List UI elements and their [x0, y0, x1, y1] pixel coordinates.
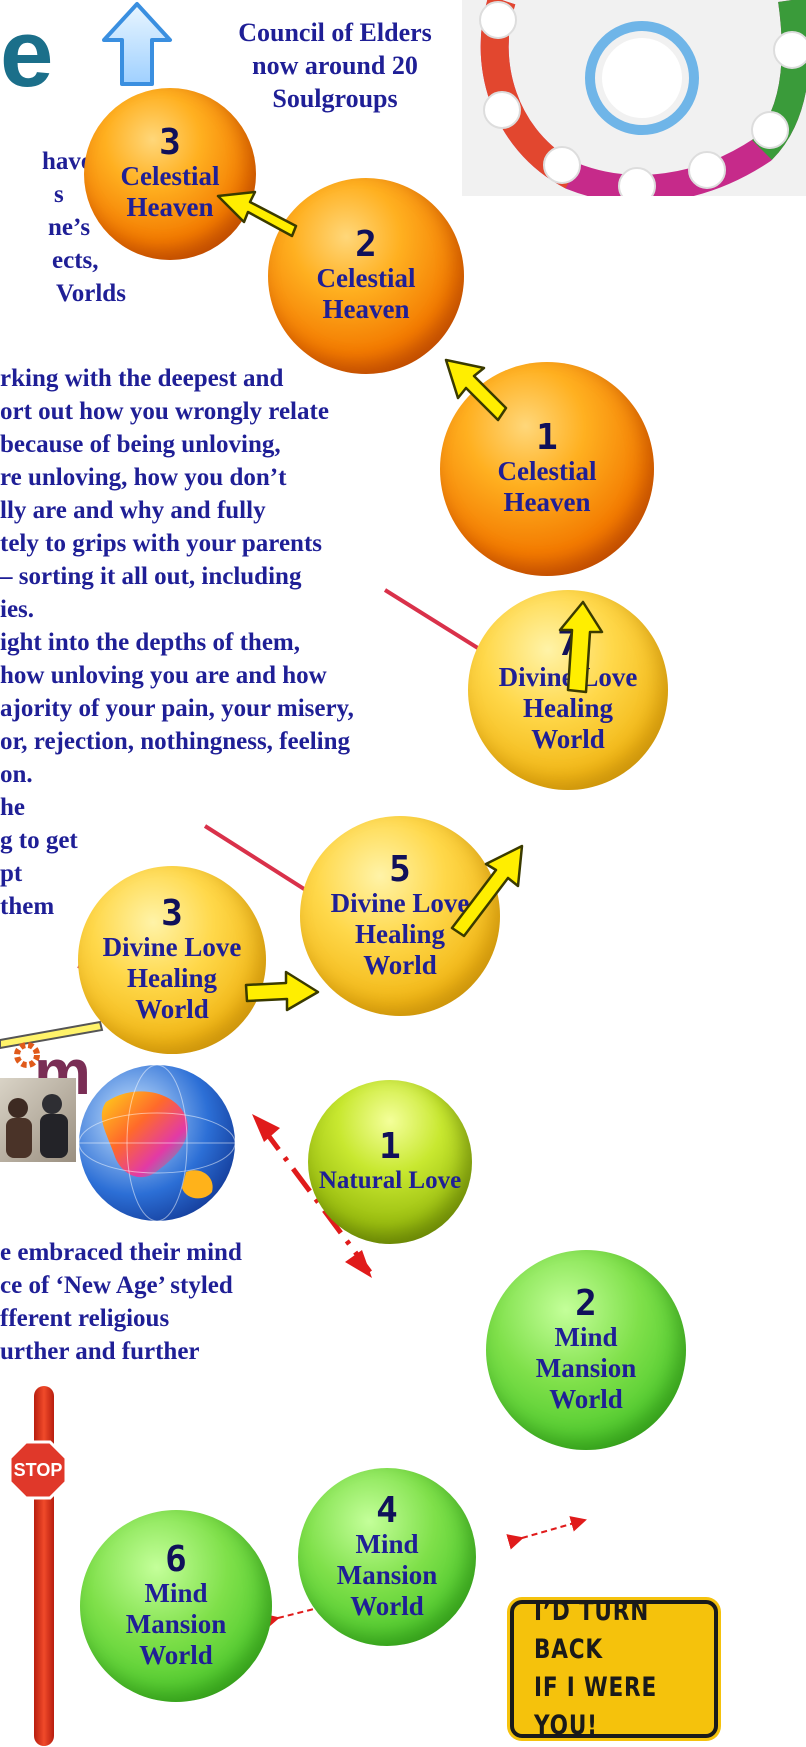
sphere-number: 6 — [165, 1538, 187, 1580]
sphere-mind-mansion-4: 4 Mind Mansion World — [298, 1468, 476, 1646]
sphere-label: Celestial Heaven — [497, 456, 597, 517]
yellow-pointer — [0, 1020, 104, 1050]
text-line: pt — [0, 860, 23, 887]
sphere-mind-mansion-2: 2 Mind Mansion World — [486, 1250, 686, 1450]
text-line: g to get — [0, 827, 78, 854]
text-line: ies. — [0, 596, 35, 623]
text-block-middle: rking with the deepest and ort out how y… — [0, 362, 354, 923]
sphere-celestial-heaven-3: 3 Celestial Heaven — [84, 88, 256, 260]
text-line: because of being unloving, — [0, 431, 281, 458]
sphere-number: 4 — [376, 1489, 398, 1531]
text-block-bottom: e embraced their mind ce of ‘New Age’ st… — [0, 1236, 242, 1368]
turn-back-line-2: IF I WERE YOU! — [534, 1672, 658, 1741]
sphere-celestial-heaven-2: 2 Celestial Heaven — [268, 178, 464, 374]
text-line: re unloving, how you don’t — [0, 464, 287, 491]
text-line: ce of ‘New Age’ styled — [0, 1272, 233, 1299]
council-line-1: Council of Elders — [238, 18, 432, 47]
arrow-divine3-to-divine5 — [244, 970, 320, 1012]
sphere-label: Celestial Heaven — [316, 263, 416, 324]
arrow-divine5-to-divine7 — [450, 844, 524, 938]
text-line: – sorting it all out, including — [0, 563, 302, 590]
text-line: how unloving you are and how — [0, 662, 327, 689]
sphere-number: 2 — [575, 1282, 597, 1324]
title-fragment: e — [0, 0, 54, 107]
council-line-3: Soulgroups — [272, 84, 398, 113]
text-line: ne’s — [48, 214, 91, 241]
up-arrow-icon — [102, 2, 172, 86]
text-line: tely to grips with your parents — [0, 530, 322, 557]
sphere-mind-mansion-6: 6 Mind Mansion World — [80, 1510, 272, 1702]
sphere-number: 1 — [379, 1125, 401, 1167]
sphere-label: Mind Mansion World — [535, 1321, 637, 1414]
text-line: fferent religious — [0, 1305, 170, 1332]
red-arrowhead — [252, 1114, 280, 1142]
sphere-label: Divine Love Healing World — [330, 887, 470, 980]
gear-icon — [14, 1042, 40, 1068]
red-dotted-arrow — [506, 1516, 587, 1550]
sphere-label: Mind Mansion World — [336, 1528, 438, 1621]
text-line: s — [54, 181, 64, 208]
stop-sign-text: STOP — [13, 1460, 63, 1480]
text-line: them — [0, 893, 55, 920]
council-line-2: now around 20 — [252, 51, 418, 80]
sphere-label: Divine Love Healing World — [102, 931, 242, 1024]
text-block-top-left: have s ne’s ects, Vorlds — [0, 145, 126, 310]
sphere-label: Mind Mansion World — [125, 1577, 227, 1670]
sphere-number: 2 — [355, 224, 377, 265]
sphere-natural-love-1: 1 Natural Love — [308, 1080, 472, 1244]
text-line: or, rejection, nothingness, feeling — [0, 728, 350, 755]
text-line: he — [0, 794, 25, 821]
text-line: lly are and why and fully — [0, 497, 266, 524]
sphere-number: 5 — [389, 848, 411, 890]
stop-sign: STOP — [8, 1440, 68, 1500]
sphere-label: Celestial Heaven — [120, 161, 220, 222]
people-silhouette-icon — [6, 1094, 68, 1158]
sphere-divine-love-3: 3 Divine Love Healing World — [78, 866, 266, 1054]
text-line: urther and further — [0, 1338, 200, 1365]
text-line: on. — [0, 761, 33, 788]
arrow-celestial1-to-celestial2 — [444, 358, 508, 422]
sphere-label: Natural Love — [318, 1166, 462, 1194]
council-ring-graphic — [462, 0, 806, 205]
text-line: ight into the depths of them, — [0, 629, 301, 656]
text-line: ects, — [52, 247, 99, 274]
red-arrowhead — [345, 1250, 372, 1278]
text-line: rking with the deepest and — [0, 365, 284, 392]
arrow-celestial2-to-celestial3 — [216, 190, 298, 238]
text-line: ajority of your pain, your misery, — [0, 695, 354, 722]
turn-back-sign: I’D TURN BACK IF I WERE YOU! — [510, 1596, 718, 1741]
text-line: e embraced their mind — [0, 1239, 242, 1266]
sphere-number: 1 — [536, 417, 558, 458]
arrow-divine7-to-celestial1 — [558, 600, 604, 694]
turn-back-line-1: I’D TURN BACK — [534, 1596, 650, 1665]
text-line: have — [42, 148, 92, 175]
text-line: Vorlds — [56, 280, 126, 307]
meeting-photo — [0, 1078, 76, 1162]
council-of-elders-text: Council of Elders now around 20 Soulgrou… — [210, 16, 460, 115]
sphere-number: 3 — [161, 892, 183, 934]
stop-sign-icon — [8, 1440, 68, 1500]
text-line: ort out how you wrongly relate — [0, 398, 329, 425]
sphere-label: Divine Love Healing World — [498, 661, 638, 754]
red-dashed-arrow — [259, 1125, 373, 1274]
globe-icon — [78, 1064, 236, 1222]
sphere-number: 3 — [159, 122, 181, 163]
council-ring-icon — [479, 0, 806, 205]
